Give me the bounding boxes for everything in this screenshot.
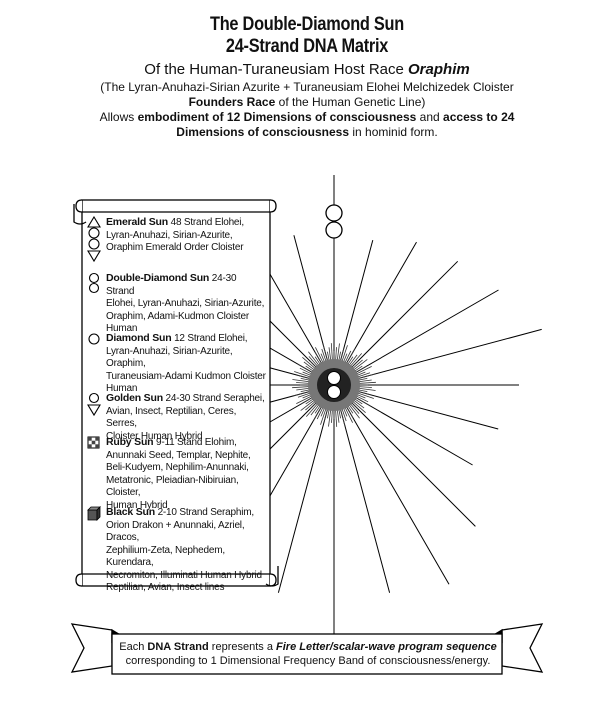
legend: Emerald Sun 48 Strand Elohei, Lyran-Anuh… bbox=[86, 204, 266, 593]
core-circle-top-icon bbox=[327, 371, 341, 385]
legend-entry-name: Double-Diamond Sun bbox=[106, 272, 210, 284]
allows-line-2: Dimensions of consciousness in hominid f… bbox=[0, 125, 614, 140]
upper-circle-top-icon bbox=[325, 204, 343, 222]
allows-bold-3: Dimensions of consciousness bbox=[176, 125, 349, 139]
legend-line: 9-11 Stand Elohim, bbox=[156, 437, 237, 448]
header: The Double-Diamond Sun 24-Strand DNA Mat… bbox=[0, 14, 614, 140]
legend-line: Orion Drakon + Anunnaki, Azriel, Dracos, bbox=[106, 519, 245, 544]
legend-line: Human Hybrid bbox=[106, 499, 168, 511]
allows-bold-1: embodiment of 12 Dimensions of conscious… bbox=[137, 110, 417, 124]
shaded-cube-icon bbox=[87, 506, 101, 521]
banner-fire-letter: Fire Letter/scalar-wave program sequence bbox=[276, 641, 497, 653]
legend-line: Elohei, Lyran-Anuhazi, Sirian-Azurite, bbox=[106, 298, 265, 309]
legend-line: 2-10 Strand Seraphim, bbox=[157, 507, 255, 518]
circle-icon bbox=[88, 333, 100, 345]
host-prefix: Of the Human-Turaneusiam Host Race bbox=[144, 61, 404, 78]
title-line-1: The Double-Diamond Sun bbox=[209, 14, 405, 35]
legend-line: Avian, Insect, Reptilian, Ceres, Serres, bbox=[106, 405, 237, 430]
banner-represents: represents a bbox=[211, 641, 273, 653]
allows-line: Allows embodiment of 12 Dimensions of co… bbox=[0, 110, 614, 125]
legend-line: Human bbox=[106, 323, 138, 334]
lineage-line: (The Lyran-Anuhazi-Sirian Azurite + Tura… bbox=[100, 80, 514, 94]
legend-line: Cloister Human Hybrid bbox=[106, 430, 203, 442]
legend-entry-text: Emerald Sun 48 Strand Elohei, Lyran-Anuh… bbox=[106, 216, 266, 255]
legend-entry-name: Black Sun bbox=[106, 506, 155, 518]
legend-line: 12 Strand Elohei, bbox=[174, 333, 248, 344]
legend-scroll bbox=[73, 199, 279, 587]
legend-entry-name: Golden Sun bbox=[106, 392, 163, 404]
legend-line: Oraphim, Adami-Kudmon Cloister bbox=[106, 310, 249, 322]
legend-line: Reptilian, Avian, Insect lines bbox=[106, 582, 225, 593]
banner-line-2: corresponding to 1 Dimensional Frequency… bbox=[125, 655, 491, 667]
upper-circle-bottom-icon bbox=[325, 221, 343, 239]
legend-entry-text: Ruby Sun 9-11 Stand Elohim, Anunnaki See… bbox=[106, 436, 266, 512]
banner-strand: DNA Strand bbox=[147, 641, 209, 653]
checkered-square-icon bbox=[87, 436, 100, 449]
allows-prefix: Allows bbox=[99, 110, 135, 124]
legend-line: Turaneusiam-Adami Kudmon Cloister bbox=[106, 370, 266, 382]
legend-line: Lyran-Anuhazi, Sirian-Azurite, Oraphim, bbox=[106, 345, 233, 370]
bottom-banner-ribbon bbox=[70, 623, 544, 675]
host-name: Oraphim bbox=[408, 61, 470, 78]
legend-line: Oraphim Emerald Order Cloister bbox=[106, 242, 244, 253]
legend-entry-name: Diamond Sun bbox=[106, 332, 172, 344]
banner-prefix: Each bbox=[119, 641, 145, 653]
allows-mid: and bbox=[419, 110, 440, 124]
legend-entry-name: Ruby Sun bbox=[106, 436, 154, 448]
sun-ray bbox=[333, 384, 450, 585]
founders-bold: Founders Race bbox=[188, 95, 276, 109]
title-line-2: 24-Strand DNA Matrix bbox=[225, 36, 389, 57]
founders-line: Founders Race of the Human Genetic Line) bbox=[0, 95, 614, 110]
triangle-circle-stack-icon bbox=[87, 216, 101, 263]
legend-entry-text: Black Sun 2-10 Strand Seraphim, Orion Dr… bbox=[106, 506, 266, 595]
legend-entry-text: Double-Diamond Sun 24-30 Strand Elohei, … bbox=[106, 272, 266, 336]
legend-line: Metatronic, Pleiadian-Nibiruian, Cloiste… bbox=[106, 474, 239, 499]
legend-line: 24-30 Strand Seraphei, bbox=[165, 393, 265, 404]
founders-rest: of the Human Genetic Line) bbox=[278, 95, 426, 109]
double-circle-icon bbox=[88, 272, 100, 294]
allows-end: in hominid form. bbox=[352, 125, 438, 139]
legend-line: 48 Strand Elohei, bbox=[170, 217, 245, 228]
legend-line: Zephilium-Zeta, Nephedem, Kurendara, bbox=[106, 544, 225, 569]
legend-line: Human bbox=[106, 383, 138, 394]
legend-entry-text: Golden Sun 24-30 Strand Seraphei, Avian,… bbox=[106, 392, 266, 443]
legend-line: Necromiton, Illuminati Human Hybrid bbox=[106, 569, 262, 581]
circle-triangle-icon bbox=[87, 392, 101, 417]
banner-text: Each DNA Strand represents a Fire Letter… bbox=[118, 640, 498, 668]
allows-bold-2: access to 24 bbox=[443, 110, 515, 124]
legend-line: Anunnaki Seed, Templar, Nephite, bbox=[106, 449, 251, 461]
legend-entry-text: Diamond Sun 12 Strand Elohei, Lyran-Anuh… bbox=[106, 332, 266, 396]
legend-entry-name: Emerald Sun bbox=[106, 216, 168, 228]
legend-line: 24-30 Strand bbox=[106, 273, 237, 297]
core-circle-bottom-icon bbox=[327, 385, 341, 399]
legend-line: Beli-Kudyem, Nephilim-Anunnaki, bbox=[106, 462, 249, 473]
legend-line: Lyran-Anuhazi, Sirian-Azurite, bbox=[106, 229, 233, 241]
host-race-line: Of the Human-Turaneusiam Host Race Oraph… bbox=[0, 60, 614, 80]
